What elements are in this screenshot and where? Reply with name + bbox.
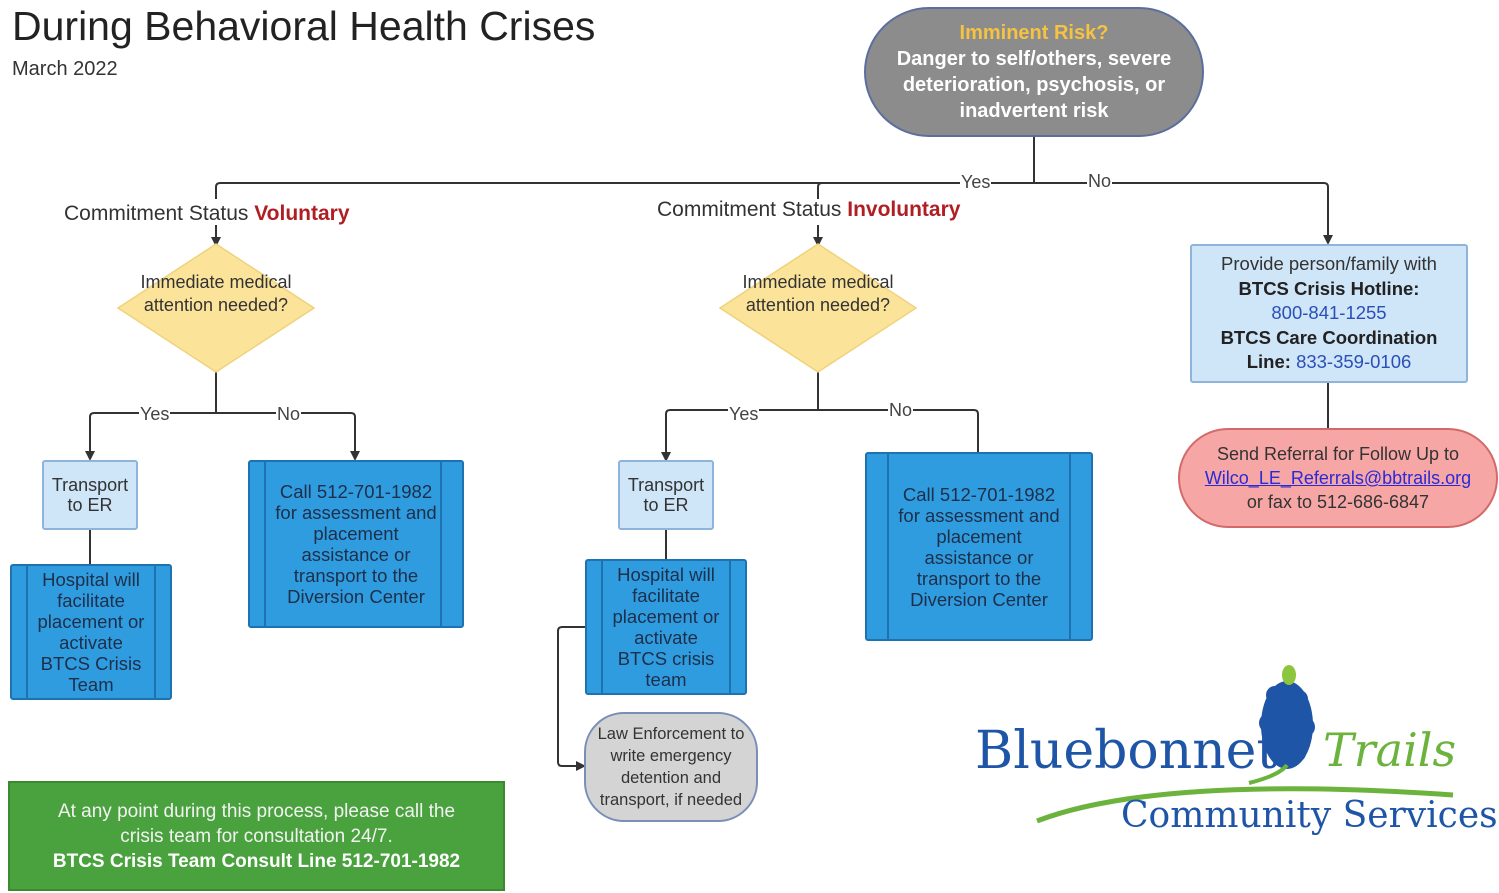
status-involuntary: Involuntary bbox=[847, 198, 961, 221]
care-coordination-label: BTCS Care Coordination Line: bbox=[1220, 326, 1438, 373]
commitment-status-involuntary-label: Commitment Status Involuntary bbox=[657, 198, 960, 222]
commitment-status-voluntary-label: Commitment Status Voluntary bbox=[64, 202, 350, 226]
transport-er-box-involuntary: Transport to ER bbox=[618, 460, 714, 530]
page-title: During Behavioral Health Crises bbox=[12, 3, 596, 49]
referral-email-link[interactable]: Wilco_LE_Referrals@bbtrails.org bbox=[1204, 468, 1472, 488]
decision-diamond-involuntary bbox=[718, 243, 918, 373]
imminent-risk-label: Imminent Risk? bbox=[959, 22, 1109, 44]
date-label: March 2022 bbox=[12, 58, 118, 80]
transport-er-box-voluntary: Transport to ER bbox=[42, 460, 138, 530]
crisis-hotline-number[interactable]: 800-841-1255 bbox=[1271, 302, 1387, 324]
transport-er-text: Transport to ER bbox=[627, 475, 705, 515]
call-box-involuntary: Call 512-701-1982 for assessment and pla… bbox=[865, 452, 1093, 641]
decision-text-involuntary: Immediate medical attention needed? bbox=[742, 272, 894, 315]
logo-trails: Trails bbox=[1323, 723, 1457, 777]
commitment-status-prefix: Commitment Status bbox=[657, 198, 842, 221]
box-bar-right bbox=[1069, 454, 1071, 639]
logo-community-services: Community Services bbox=[1121, 795, 1498, 836]
box-bar-right bbox=[154, 566, 156, 698]
crisis-hotline-label: BTCS Crisis Hotline: bbox=[1238, 277, 1420, 299]
call-text: Call 512-701-1982 for assessment and pla… bbox=[275, 481, 437, 607]
box-bar-right bbox=[729, 561, 731, 693]
edge-label-yes-involuntary: Yes bbox=[728, 404, 760, 424]
status-voluntary: Voluntary bbox=[254, 202, 350, 225]
referral-node: Send Referral for Follow Up to Wilco_LE_… bbox=[1178, 428, 1498, 528]
edge-label-no-top: No bbox=[1087, 171, 1113, 191]
law-enforcement-text: Law Enforcement to write emergency deten… bbox=[597, 725, 745, 809]
transport-er-text: Transport to ER bbox=[51, 475, 129, 515]
box-bar-left bbox=[26, 566, 28, 698]
decision-text-voluntary: Immediate medical attention needed? bbox=[140, 272, 292, 315]
logo-bluebonnet: Bluebonnet bbox=[975, 721, 1278, 781]
hospital-text: Hospital will facilitate placement or ac… bbox=[37, 569, 145, 695]
hospital-box-involuntary: Hospital will facilitate placement or ac… bbox=[585, 559, 747, 695]
edge-label-yes-voluntary: Yes bbox=[139, 404, 171, 424]
consult-line: BTCS Crisis Team Consult Line 512-701-19… bbox=[52, 850, 461, 872]
law-enforcement-node: Law Enforcement to write emergency deten… bbox=[584, 712, 758, 822]
edge-label-yes-top: Yes bbox=[960, 172, 992, 192]
box-bar-left bbox=[264, 462, 266, 626]
hospital-box-voluntary: Hospital will facilitate placement or ac… bbox=[10, 564, 172, 700]
bluebonnet-flower-icon bbox=[1248, 665, 1315, 785]
box-bar-left bbox=[887, 454, 889, 639]
consult-text: At any point during this process, please… bbox=[57, 800, 456, 847]
imminent-risk-description: Danger to self/others, severe deteriorat… bbox=[896, 48, 1172, 122]
call-text: Call 512-701-1982 for assessment and pla… bbox=[898, 483, 1060, 610]
edge-label-no-involuntary: No bbox=[888, 400, 914, 420]
call-box-voluntary: Call 512-701-1982 for assessment and pla… bbox=[248, 460, 464, 628]
hotline-intro: Provide person/family with bbox=[1221, 253, 1437, 275]
referral-line1: Send Referral for Follow Up to bbox=[1216, 444, 1460, 464]
hospital-text: Hospital will facilitate placement or ac… bbox=[612, 564, 720, 690]
box-bar-left bbox=[601, 561, 603, 693]
box-bar-right bbox=[440, 462, 442, 626]
commitment-status-prefix: Commitment Status bbox=[64, 202, 249, 225]
decision-diamond-voluntary bbox=[116, 243, 316, 373]
bluebonnet-trails-logo: Bluebonnet Trails Community Services bbox=[975, 665, 1498, 845]
logo-swoosh bbox=[1036, 786, 1454, 823]
care-coordination-number[interactable]: 833-359-0106 bbox=[1296, 351, 1412, 373]
imminent-risk-node: Imminent Risk? Danger to self/others, se… bbox=[864, 7, 1204, 137]
edge-label-no-voluntary: No bbox=[276, 404, 302, 424]
consult-box: At any point during this process, please… bbox=[8, 781, 505, 891]
referral-fax: or fax to 512-686-6847 bbox=[1246, 492, 1430, 512]
hotline-box: Provide person/family with BTCS Crisis H… bbox=[1190, 244, 1468, 383]
